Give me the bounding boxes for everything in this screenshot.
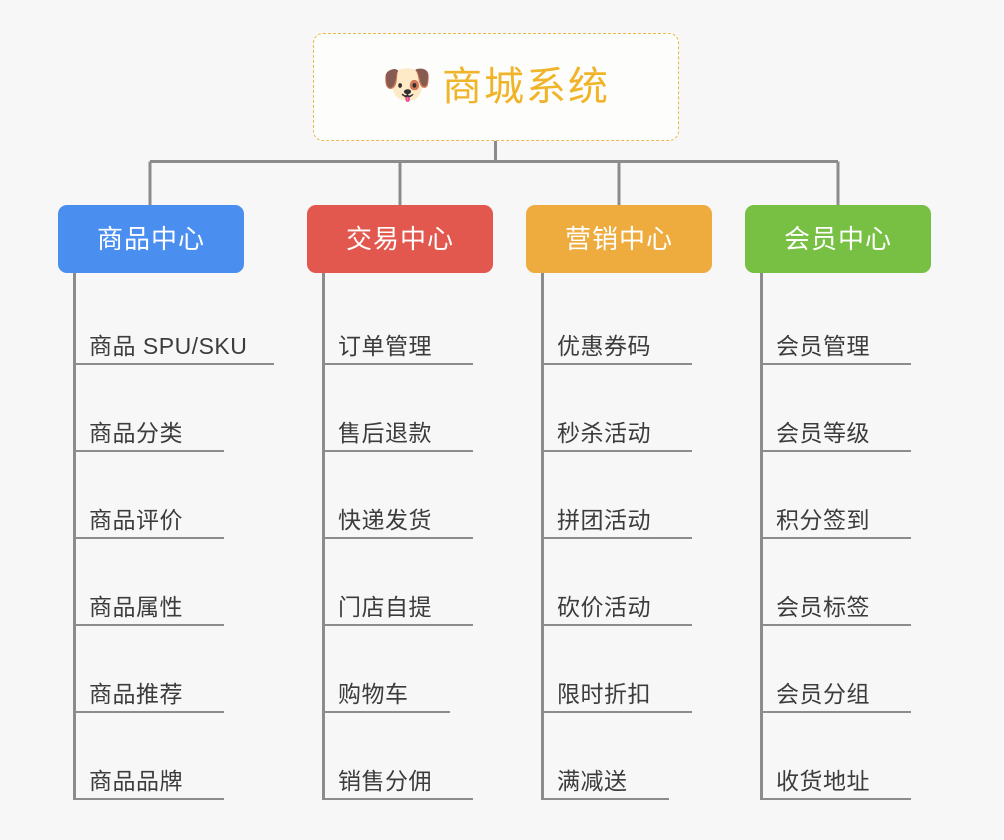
leaf-item-underline xyxy=(542,363,692,365)
leaf-item-underline xyxy=(74,450,224,452)
leaf-item-label: 限时折扣 xyxy=(557,680,651,707)
category-box-trade-center[interactable]: 交易中心 xyxy=(307,205,493,273)
leaf-item-label: 拼团活动 xyxy=(557,506,651,533)
leaf-item-label: 积分签到 xyxy=(776,506,870,533)
leaf-item-label: 收货地址 xyxy=(776,767,870,794)
leaf-item-underline xyxy=(74,537,224,539)
leaf-item-label: 售后退款 xyxy=(338,419,432,446)
leaf-item[interactable]: 售后退款 xyxy=(307,365,507,452)
leaf-item[interactable]: 商品推荐 xyxy=(58,626,258,713)
leaf-item-underline xyxy=(323,363,473,365)
leaf-item[interactable]: 会员等级 xyxy=(745,365,945,452)
leaf-item[interactable]: 砍价活动 xyxy=(526,539,726,626)
leaf-item-underline xyxy=(74,363,274,365)
leaf-item[interactable]: 优惠券码 xyxy=(526,278,726,365)
category-label: 营销中心 xyxy=(564,224,673,254)
leaf-item-underline xyxy=(323,537,473,539)
leaf-item-underline xyxy=(323,798,473,800)
leaf-item-label: 满减送 xyxy=(557,767,628,794)
leaf-item[interactable]: 会员标签 xyxy=(745,539,945,626)
leaf-item-underline xyxy=(323,711,450,713)
leaf-list-trade-center: 订单管理售后退款快递发货门店自提购物车销售分佣 xyxy=(307,278,507,800)
leaf-list-marketing-center: 优惠券码秒杀活动拼团活动砍价活动限时折扣满减送 xyxy=(526,278,726,800)
leaf-list-product-center: 商品 SPU/SKU 商品分类商品评价商品属性商品推荐商品品牌 xyxy=(58,278,274,800)
leaf-item[interactable]: 订单管理 xyxy=(307,278,507,365)
leaf-item-label: 商品 SPU/SKU xyxy=(89,332,248,359)
category-label: 交易中心 xyxy=(345,224,454,254)
leaf-item-underline xyxy=(74,711,224,713)
leaf-item-underline xyxy=(542,624,692,626)
leaf-item[interactable]: 拼团活动 xyxy=(526,452,726,539)
category-column-marketing-center: 营销中心 xyxy=(526,205,712,273)
leaf-item-label: 门店自提 xyxy=(338,593,432,620)
leaf-item[interactable]: 门店自提 xyxy=(307,539,507,626)
leaf-item-label: 会员管理 xyxy=(776,332,870,359)
leaf-item-underline xyxy=(761,363,911,365)
leaf-item[interactable]: 秒杀活动 xyxy=(526,365,726,452)
leaf-item-label: 销售分佣 xyxy=(338,767,432,794)
leaf-item[interactable]: 满减送 xyxy=(526,713,726,800)
category-column-trade-center: 交易中心 xyxy=(307,205,493,273)
leaf-item-label: 秒杀活动 xyxy=(557,419,651,446)
leaf-item-label: 订单管理 xyxy=(338,332,432,359)
leaf-item-underline xyxy=(542,711,692,713)
leaf-item-label: 会员分组 xyxy=(776,680,870,707)
leaf-item[interactable]: 销售分佣 xyxy=(307,713,507,800)
leaf-item-underline xyxy=(323,450,473,452)
leaf-item-label: 优惠券码 xyxy=(557,332,651,359)
leaf-item[interactable]: 快递发货 xyxy=(307,452,507,539)
category-label: 会员中心 xyxy=(783,224,892,254)
leaf-item-underline xyxy=(761,624,911,626)
leaf-item[interactable]: 购物车 xyxy=(307,626,507,713)
category-column-member-center: 会员中心 xyxy=(745,205,931,273)
leaf-item-underline xyxy=(761,450,911,452)
leaf-item-underline xyxy=(761,711,911,713)
leaf-item[interactable]: 商品 SPU/SKU xyxy=(58,278,274,365)
root-node[interactable]: 🐶 商城系统 xyxy=(313,33,679,141)
leaf-item[interactable]: 会员分组 xyxy=(745,626,945,713)
category-label: 商品中心 xyxy=(96,224,205,254)
category-box-product-center[interactable]: 商品中心 xyxy=(58,205,244,273)
leaf-item[interactable]: 商品品牌 xyxy=(58,713,258,800)
leaf-item-underline xyxy=(542,537,692,539)
leaf-item[interactable]: 限时折扣 xyxy=(526,626,726,713)
leaf-item-label: 商品推荐 xyxy=(89,680,183,707)
root-title: 商城系统 xyxy=(442,65,610,109)
dog-face-icon: 🐶 xyxy=(382,63,432,107)
leaf-item-label: 商品分类 xyxy=(89,419,183,446)
leaf-item-label: 商品品牌 xyxy=(89,767,183,794)
leaf-item-underline xyxy=(761,798,911,800)
leaf-item-label: 快递发货 xyxy=(338,506,432,533)
leaf-item[interactable]: 收货地址 xyxy=(745,713,945,800)
category-box-marketing-center[interactable]: 营销中心 xyxy=(526,205,712,273)
leaf-item-label: 砍价活动 xyxy=(557,593,651,620)
leaf-item-underline xyxy=(74,624,224,626)
leaf-list-member-center: 会员管理会员等级积分签到会员标签会员分组收货地址 xyxy=(745,278,945,800)
leaf-item-underline xyxy=(323,624,473,626)
leaf-item[interactable]: 积分签到 xyxy=(745,452,945,539)
leaf-item-underline xyxy=(542,450,692,452)
leaf-item-underline xyxy=(74,798,224,800)
leaf-item-underline xyxy=(542,798,669,800)
leaf-item-label: 商品评价 xyxy=(89,506,183,533)
leaf-item[interactable]: 商品评价 xyxy=(58,452,258,539)
leaf-item-label: 购物车 xyxy=(338,680,409,707)
category-column-product-center: 商品中心 xyxy=(58,205,244,273)
leaf-item-underline xyxy=(761,537,911,539)
leaf-item[interactable]: 会员管理 xyxy=(745,278,945,365)
category-box-member-center[interactable]: 会员中心 xyxy=(745,205,931,273)
leaf-item-label: 会员标签 xyxy=(776,593,870,620)
leaf-item-label: 会员等级 xyxy=(776,419,870,446)
leaf-item-label: 商品属性 xyxy=(89,593,183,620)
leaf-item[interactable]: 商品属性 xyxy=(58,539,258,626)
leaf-item[interactable]: 商品分类 xyxy=(58,365,258,452)
